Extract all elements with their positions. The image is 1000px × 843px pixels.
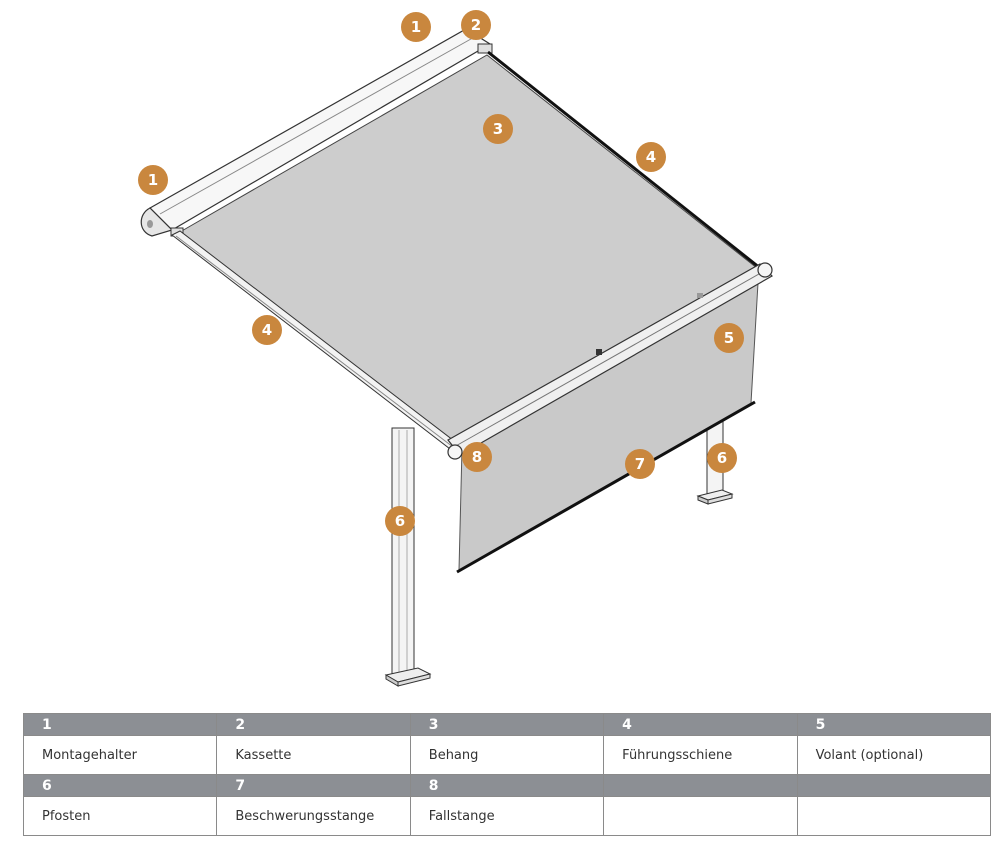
legend-number: 1	[22, 713, 218, 736]
legend-number-row: 6 7 8	[22, 774, 992, 797]
callout-badge: 3	[483, 114, 513, 144]
callout-badge: 1	[138, 165, 168, 195]
svg-text:1: 1	[148, 171, 158, 189]
legend-number	[796, 774, 992, 797]
svg-text:6: 6	[395, 512, 405, 530]
legend-number: 8	[409, 774, 605, 797]
callout-badge: 2	[461, 10, 491, 40]
svg-text:2: 2	[471, 16, 481, 34]
callout-badge: 4	[252, 315, 282, 345]
callout-badge: 7	[625, 449, 655, 479]
svg-text:1: 1	[411, 18, 421, 36]
legend-number-row: 1 2 3 4 5	[22, 713, 992, 736]
guide-rail-right	[487, 50, 766, 274]
legend-label: Behang	[409, 735, 605, 775]
callout-badge: 6	[707, 443, 737, 473]
svg-text:5: 5	[724, 329, 734, 347]
legend-number: 2	[216, 713, 411, 736]
svg-text:6: 6	[717, 449, 727, 467]
legend-label: Kassette	[216, 735, 411, 775]
svg-text:4: 4	[262, 321, 272, 339]
svg-text:7: 7	[635, 455, 645, 473]
legend-number: 4	[603, 713, 798, 736]
legend-label: Beschwerungsstange	[216, 796, 411, 836]
legend-label: Pfosten	[22, 796, 218, 836]
svg-text:4: 4	[646, 148, 656, 166]
drop-bar	[447, 262, 773, 460]
legend-number: 6	[22, 774, 218, 797]
legend-label: Fallstange	[409, 796, 605, 836]
legend-number: 5	[796, 713, 992, 736]
cassette	[140, 28, 493, 237]
legend-label: Führungsschiene	[603, 735, 798, 775]
callout-badge: 8	[462, 442, 492, 472]
legend-number: 3	[409, 713, 605, 736]
legend-label: Montagehalter	[22, 735, 218, 775]
callout-badge: 4	[636, 142, 666, 172]
front-post	[384, 427, 432, 687]
legend-number	[603, 774, 798, 797]
legend-label-row: Pfosten Beschwerungsstange Fallstange	[22, 796, 992, 836]
awning-diagram: 1 2 3 4 1 4 5 6 8 7 6	[138, 10, 773, 687]
svg-text:8: 8	[472, 448, 482, 466]
callout-badge: 1	[401, 12, 431, 42]
legend-label	[796, 796, 992, 836]
legend-number: 7	[216, 774, 411, 797]
parts-legend-table: 1 2 3 4 5 Montagehalter Kassette Behang …	[22, 713, 992, 836]
legend-label-row: Montagehalter Kassette Behang Führungssc…	[22, 735, 992, 775]
callout-badge: 6	[385, 506, 415, 536]
callout-badge: 5	[714, 323, 744, 353]
legend-label: Volant (optional)	[796, 735, 992, 775]
legend-label	[603, 796, 798, 836]
svg-text:3: 3	[493, 120, 503, 138]
